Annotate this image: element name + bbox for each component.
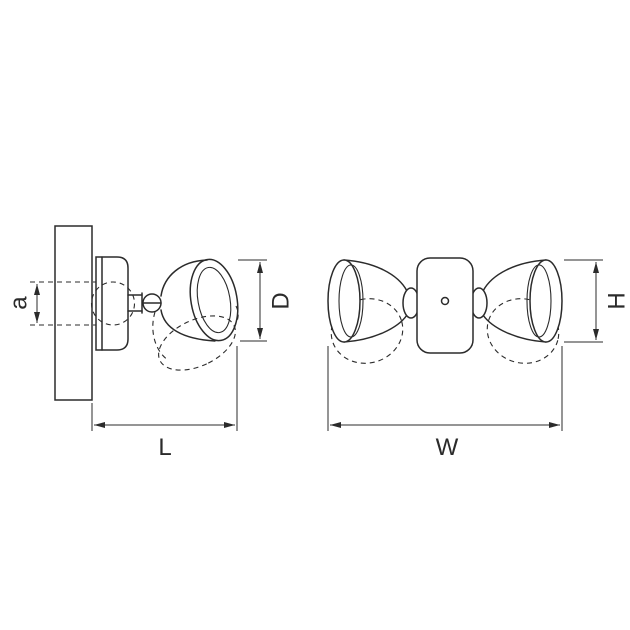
dimensions: a D L W H <box>5 259 630 461</box>
hidden-mount-circle <box>90 281 136 326</box>
dimension-W-label: W <box>436 434 459 461</box>
center-screw <box>440 296 450 306</box>
shade-side-rotated-left-curve <box>152 311 169 361</box>
left-shade-rim-outer <box>327 259 361 343</box>
dimension-D: D <box>238 259 294 342</box>
shade-side-rim-inner <box>196 266 232 334</box>
wall-section <box>54 225 93 401</box>
shade-side-rim-outer <box>189 258 239 342</box>
dimension-L-label: L <box>158 434 171 461</box>
left-shade-rim-inner <box>338 264 364 338</box>
dimension-W: W <box>327 346 563 461</box>
canopy <box>95 256 129 351</box>
left-shade-bottom-curve <box>343 314 408 343</box>
dimension-H: H <box>564 259 630 343</box>
shade-side-bottom-curve <box>160 309 216 342</box>
right-shade-rim-outer <box>529 259 563 343</box>
right-shade-top-curve <box>482 259 547 292</box>
dimension-H-label: H <box>603 292 630 309</box>
shade-side-rotated-right-curve <box>233 305 239 328</box>
shade-side-top-curve <box>160 259 208 297</box>
right-shade-bottom-curve <box>482 314 547 343</box>
shade-side-rotated-rim <box>158 315 236 371</box>
side-view <box>30 225 239 401</box>
dimension-L: L <box>91 346 238 461</box>
front-view <box>327 257 563 364</box>
dimension-a: a <box>5 284 40 323</box>
right-shade-rotated-outline <box>486 298 560 364</box>
dimension-D-label: D <box>267 292 294 309</box>
right-shade-rim-inner <box>526 264 552 338</box>
center-body <box>416 257 474 354</box>
left-shade-top-curve <box>343 259 408 292</box>
dimension-a-label: a <box>5 296 32 310</box>
